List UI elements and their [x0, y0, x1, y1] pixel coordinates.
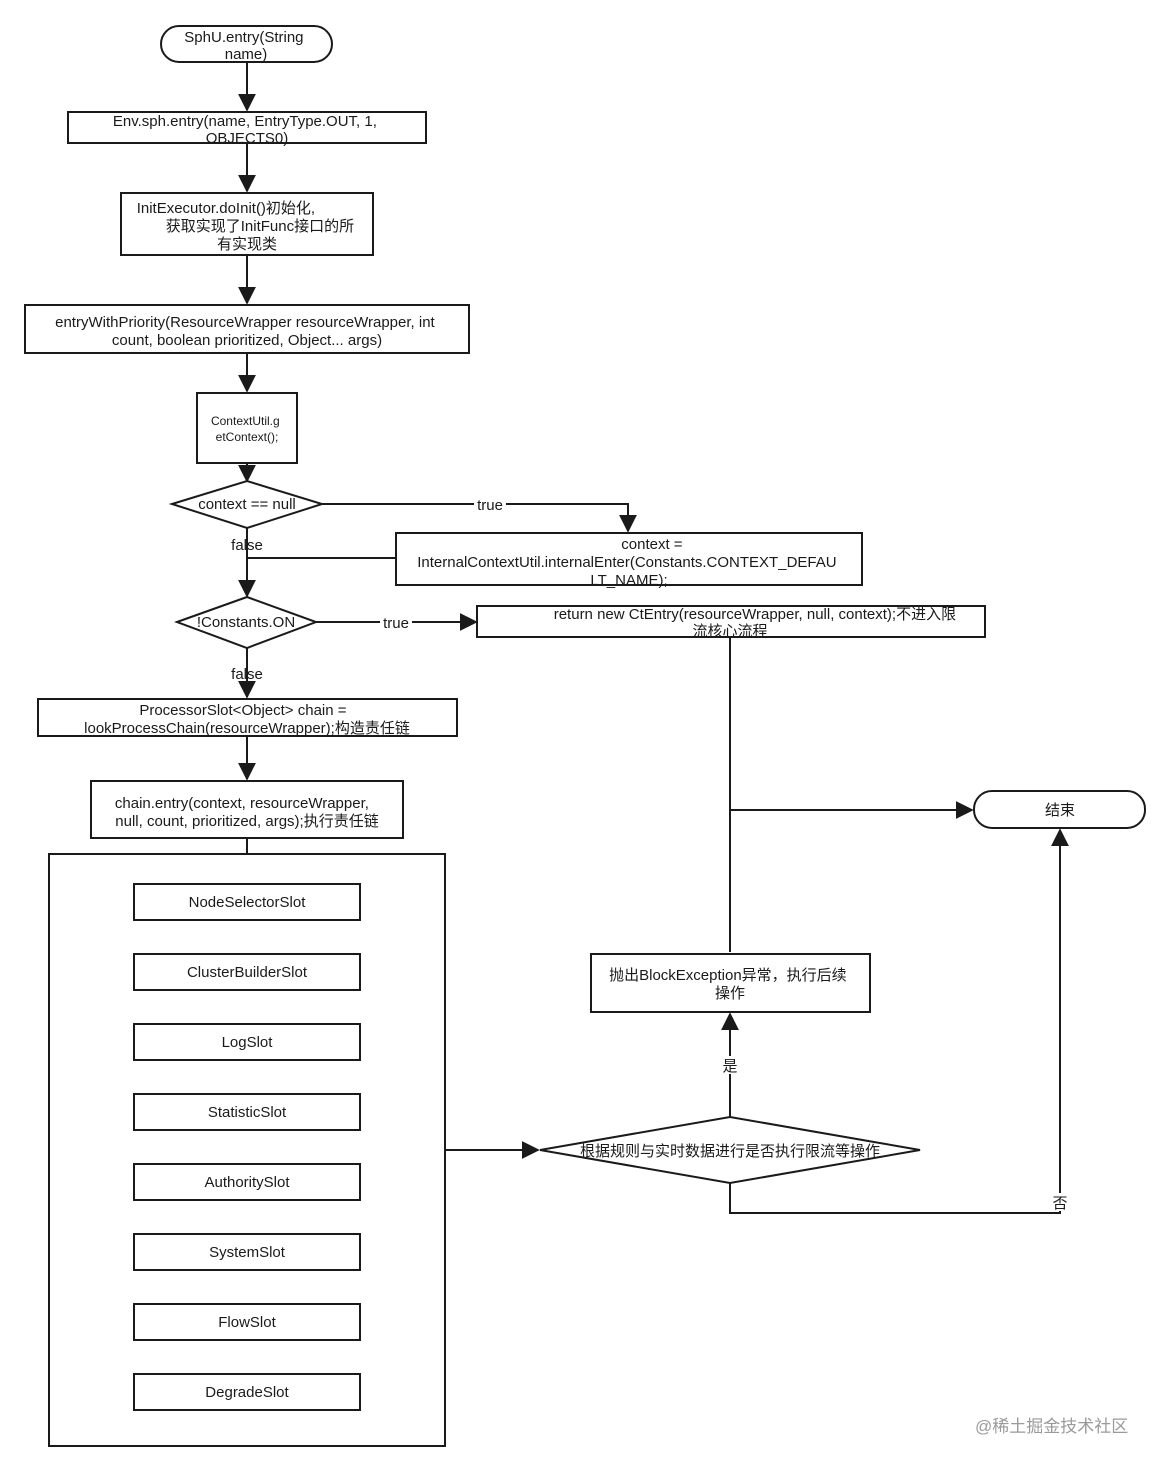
slot-label: StatisticSlot [208, 1104, 287, 1121]
slot-list: NodeSelectorSlotClusterBuilderSlotLogSlo… [133, 883, 361, 1411]
entry-with-priority-box [24, 304, 470, 354]
edge-label-false-2: false [231, 666, 263, 683]
internal-enter-box [395, 532, 863, 586]
rule-check-decision [539, 1115, 921, 1185]
slot-label: LogSlot [222, 1034, 274, 1051]
slot-box [133, 953, 361, 991]
slot-chain-container [48, 853, 446, 1447]
end-label: 结束 [1045, 802, 1075, 819]
slot-label: ClusterBuilderSlot [187, 964, 308, 981]
init-executor-label: InitExecutor.doInit()初始化, 获取实现了InitFunc接… [137, 200, 359, 253]
slot-box [133, 1093, 361, 1131]
start-label-line: SphU.entry(String [184, 29, 303, 46]
lookup-chain-box [37, 698, 458, 737]
context-null-decision [168, 479, 326, 530]
edge-label-no: 否 [1052, 1195, 1067, 1212]
slot-label: DegradeSlot [205, 1384, 289, 1401]
edge-contextnull-true [322, 503, 637, 533]
block-exception-box [590, 953, 871, 1013]
slot-box [133, 1233, 361, 1271]
constants-on-label: !Constants.ON [197, 614, 295, 631]
context-null-label: context == null [198, 496, 296, 513]
constants-on-decision [174, 595, 319, 650]
slot-box [133, 1373, 361, 1411]
edge-rulecheck-no [729, 828, 1069, 1214]
slot-label: NodeSelectorSlot [189, 894, 307, 911]
slot-label: SystemSlot [209, 1244, 286, 1261]
internal-enter-label: context = InternalContextUtil.internalEn… [417, 536, 841, 589]
edge-label-true-1: true [477, 497, 503, 514]
lookup-chain-label: ProcessorSlot<Object> chain = lookProces… [84, 702, 410, 737]
chain-entry-label: chain.entry(context, resourceWrapper, nu… [115, 795, 379, 830]
edge-label-true-2: true [383, 615, 409, 632]
start-label: SphU.entry(String name) [184, 29, 307, 63]
edge-label-yes: 是 [722, 1058, 737, 1075]
slot-label: FlowSlot [218, 1314, 276, 1331]
entry-with-priority-label: entryWithPriority(ResourceWrapper resour… [55, 314, 439, 349]
start-terminal [160, 25, 333, 63]
watermark: @稀土掘金技术社区 [975, 1417, 1128, 1436]
edge-label-false-1: false [231, 537, 263, 554]
chain-entry-box [90, 780, 404, 839]
end-terminal [973, 790, 1146, 829]
init-executor-box [120, 192, 374, 256]
return-ctentry-box [476, 605, 986, 638]
get-context-box [196, 392, 298, 464]
block-exception-label: 抛出BlockException异常，执行后续 操作 [609, 967, 851, 1002]
slot-box [133, 1163, 361, 1201]
rule-check-label: 根据规则与实时数据进行是否执行限流等操作 [580, 1142, 880, 1160]
start-label-line: name) [225, 46, 268, 63]
env-entry-box [67, 111, 427, 144]
edge-labels: true false true false 是 否 [231, 496, 1070, 1212]
slot-label: AuthoritySlot [204, 1174, 290, 1191]
slot-box [133, 883, 361, 921]
slot-box [133, 1023, 361, 1061]
env-entry-label: Env.sph.entry(name, EntryType.OUT, 1, OB… [113, 113, 381, 147]
return-ctentry-label: return new CtEntry(resourceWrapper, null… [554, 606, 961, 640]
get-context-label: ContextUtil.g etContext(); [211, 414, 283, 444]
slot-box [133, 1303, 361, 1341]
